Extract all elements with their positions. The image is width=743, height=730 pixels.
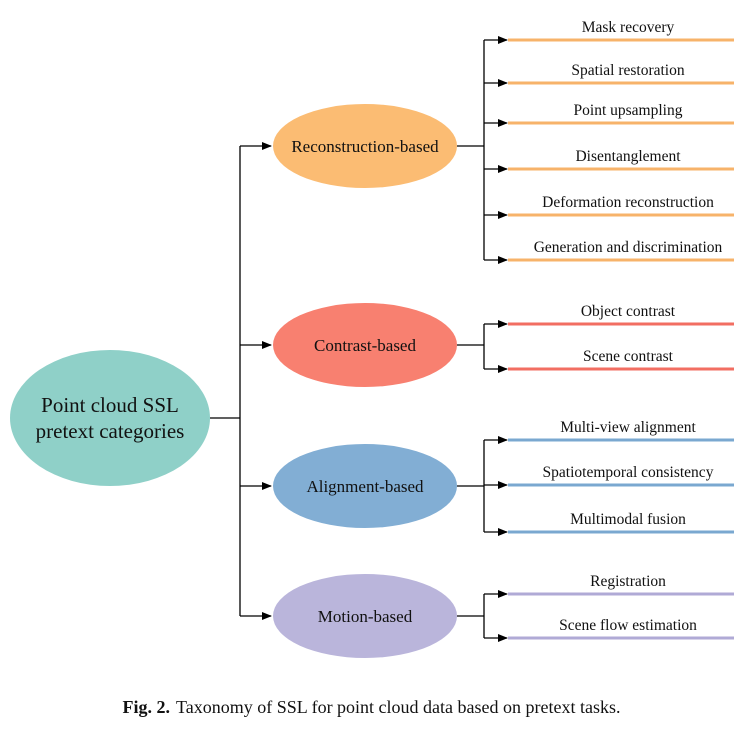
category-node-reconstruction-based xyxy=(273,104,457,188)
root-node xyxy=(10,350,210,486)
category-label-motion-based: Motion-based xyxy=(318,607,413,626)
caption-label: Fig. 2. xyxy=(122,697,171,717)
leaf-label-multimodal-fusion: Multimodal fusion xyxy=(570,511,686,528)
leaf-label-deformation-reconstruction: Deformation reconstruction xyxy=(542,194,714,211)
leaf-label-mask-recovery: Mask recovery xyxy=(582,19,675,36)
category-node-contrast-based xyxy=(273,303,457,387)
leaf-label-multi-view-alignment: Multi-view alignment xyxy=(560,419,696,436)
category-label-contrast-based: Contrast-based xyxy=(314,336,416,355)
category-label-reconstruction-based: Reconstruction-based xyxy=(291,137,439,156)
leaf-label-spatial-restoration: Spatial restoration xyxy=(571,62,684,79)
leaf-label-disentanglement: Disentanglement xyxy=(575,148,681,165)
leaf-label-object-contrast: Object contrast xyxy=(581,303,676,320)
caption-text: Taxonomy of SSL for point cloud data bas… xyxy=(176,697,621,717)
leaf-label-scene-flow-estimation: Scene flow estimation xyxy=(559,617,697,634)
category-node-alignment-based xyxy=(273,444,457,528)
leaf-label-registration: Registration xyxy=(590,573,666,590)
figure-caption: Fig. 2.Taxonomy of SSL for point cloud d… xyxy=(0,697,743,718)
leaf-label-spatiotemporal-consistency: Spatiotemporal consistency xyxy=(543,464,714,481)
leaf-label-point-upsampling: Point upsampling xyxy=(574,102,683,119)
category-node-motion-based xyxy=(273,574,457,658)
leaf-label-scene-contrast: Scene contrast xyxy=(583,348,674,365)
category-label-alignment-based: Alignment-based xyxy=(306,477,424,496)
leaf-label-generation-and-discrimination: Generation and discrimination xyxy=(534,239,723,256)
